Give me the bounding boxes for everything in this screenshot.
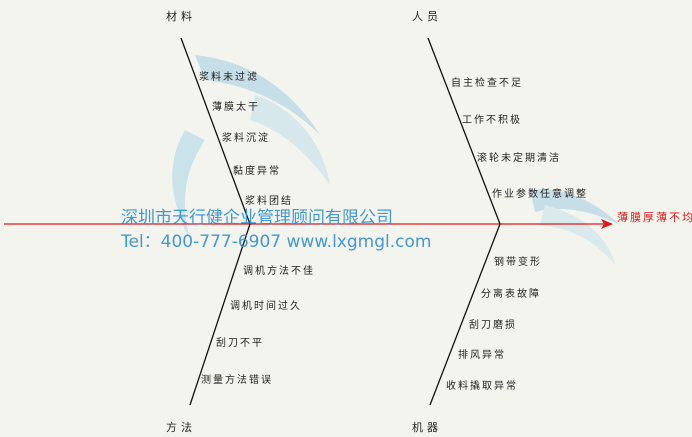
cause-material-1: 浆料未过滤	[199, 72, 259, 83]
cause-material-4: 黏度异常	[233, 166, 281, 177]
bone-people	[427, 37, 501, 225]
cause-material-3: 浆料沉淀	[222, 133, 270, 144]
cause-machine-4: 排风异常	[458, 350, 506, 361]
cause-method-4: 测量方法错误	[201, 375, 273, 386]
category-machine: 机器	[412, 421, 442, 434]
cause-machine-1: 钢带变形	[494, 257, 542, 268]
cause-people-1: 自主检查不足	[451, 78, 523, 89]
watermark-logo-swoosh	[172, 55, 620, 265]
cause-method-1: 调机方法不佳	[243, 266, 315, 277]
cause-material-2: 薄膜太干	[212, 102, 260, 113]
cause-people-3: 滚轮未定期清洁	[477, 153, 561, 164]
cause-people-2: 工作不积极	[462, 115, 522, 126]
cause-machine-2: 分离表故障	[481, 289, 541, 300]
watermark-contact: Tel：400-777-6907 www.lxgmgl.com	[121, 232, 432, 252]
category-people: 人员	[412, 10, 442, 23]
cause-people-4: 作业参数任意调整	[492, 189, 588, 200]
bone-material	[180, 37, 251, 225]
effect-label: 薄膜厚薄不均	[617, 211, 692, 224]
cause-method-3: 刮刀不平	[216, 338, 264, 349]
cause-material-5: 浆料团结	[245, 196, 293, 207]
cause-method-2: 调机时间过久	[230, 301, 302, 312]
category-method: 方法	[166, 421, 196, 434]
bone-machine	[429, 223, 501, 406]
cause-machine-3: 刮刀磨损	[469, 320, 517, 331]
category-material: 材料	[166, 10, 196, 23]
bone-method	[189, 223, 251, 406]
cause-machine-5: 收料撬取异常	[446, 381, 518, 392]
watermark-company: 深圳市天行健企业管理顾问有限公司	[121, 208, 393, 228]
